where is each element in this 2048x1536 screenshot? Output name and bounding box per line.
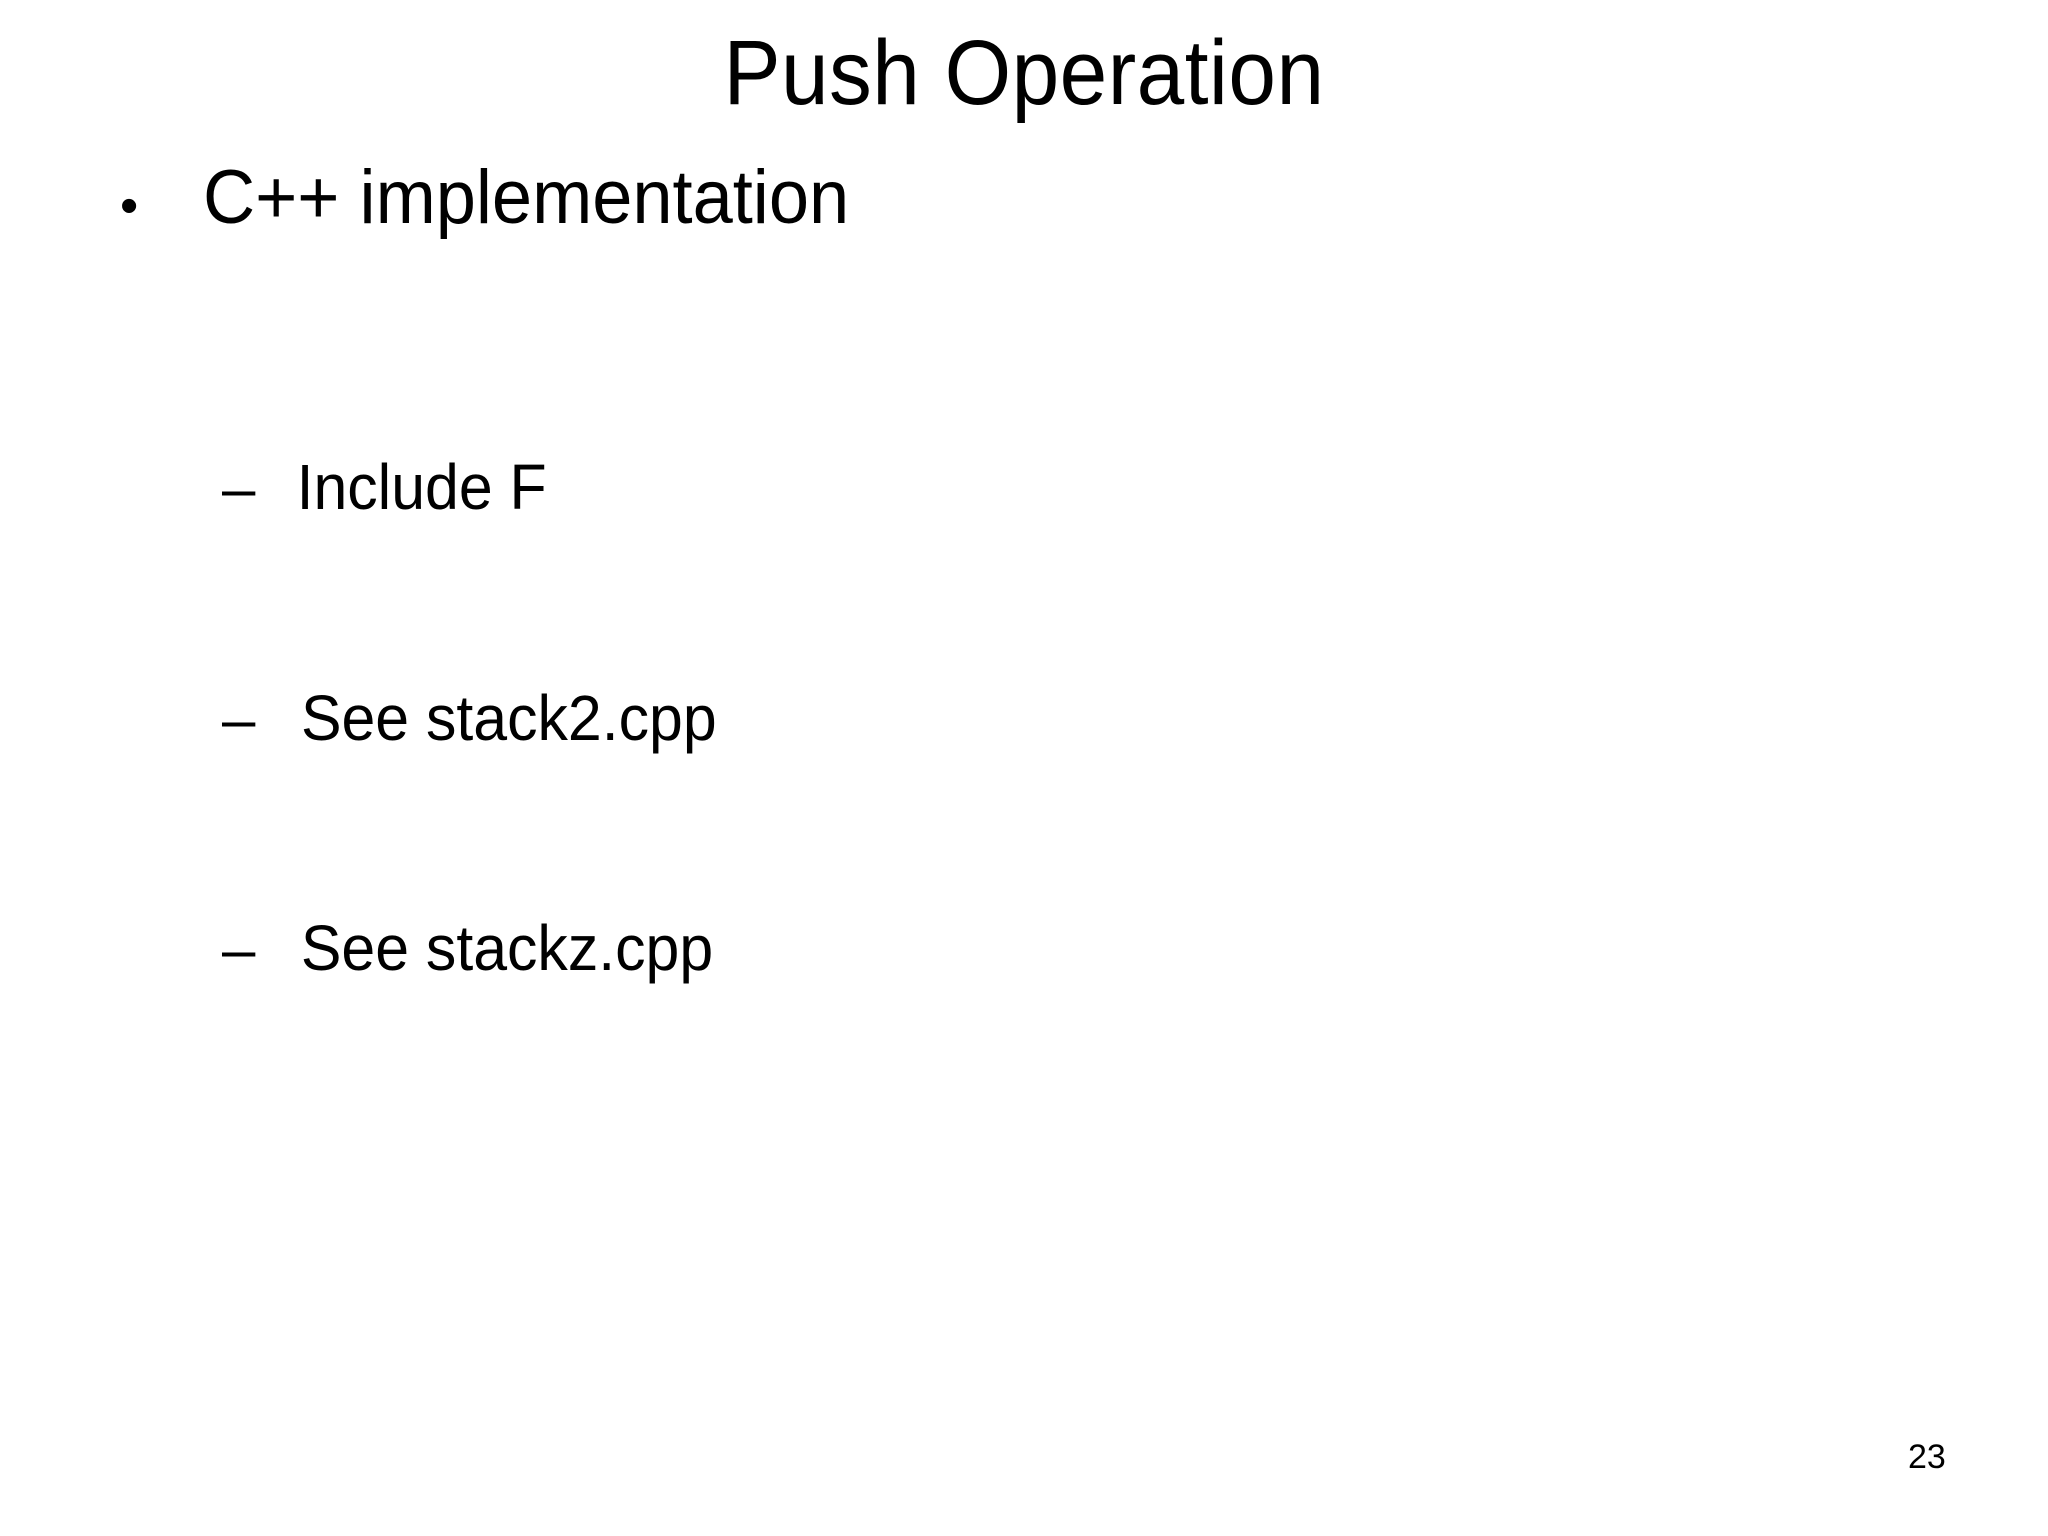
bullet-item-level2: – See stack2.cpp <box>222 686 728 750</box>
bullet-item-level2: – Include F <box>222 455 553 519</box>
bullet-item-level2: – See stackz.cpp <box>222 916 724 980</box>
bullet-dash-icon: – <box>222 455 256 522</box>
bullet-dash-icon: – <box>222 916 256 983</box>
bullet-text: Include F <box>296 451 547 523</box>
slide-title: Push Operation <box>723 22 1325 124</box>
bullet-text: C++ implementation <box>203 155 850 240</box>
bullet-text: See stackz.cpp <box>300 912 714 984</box>
bullet-item-level1: • C++ implementation <box>120 160 866 236</box>
bullet-text: See stack2.cpp <box>300 682 717 754</box>
bullet-dash-icon: – <box>222 686 256 753</box>
slide-page-number: 23 <box>1908 1438 1946 1476</box>
bullet-dot-icon: • <box>120 177 139 235</box>
